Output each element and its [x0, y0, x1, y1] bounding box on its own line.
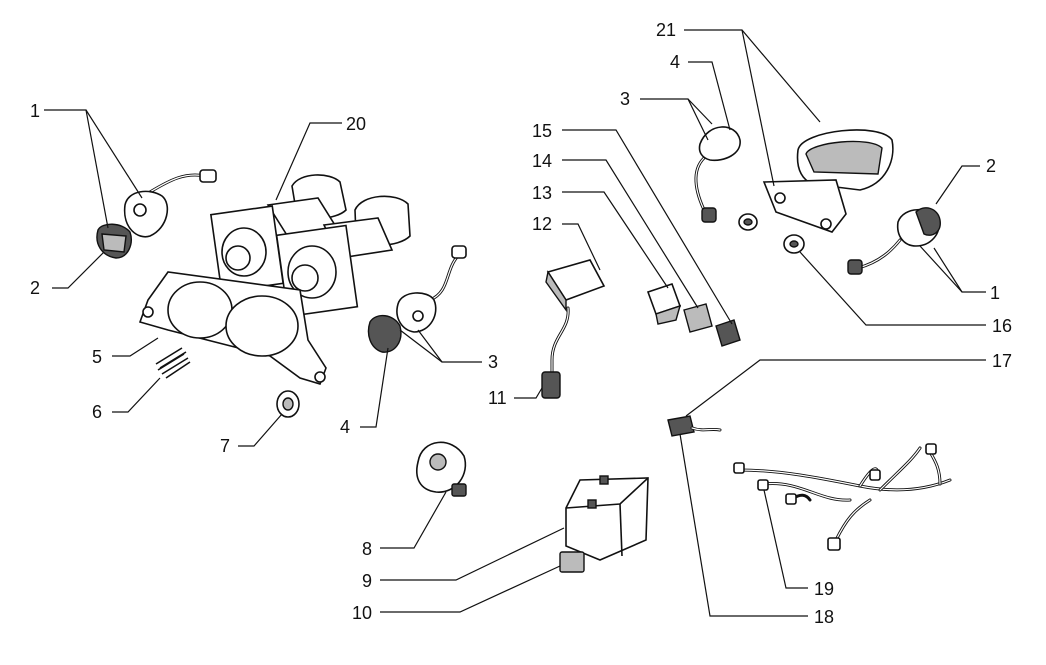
stop-light-switch	[667, 415, 722, 437]
label-16: 16	[992, 316, 1012, 336]
right-front-turn-signal	[367, 245, 467, 353]
headlight-gasket	[138, 271, 327, 385]
label-19: 19	[814, 579, 834, 599]
rubber-bushing	[276, 390, 300, 418]
label-1-right: 1	[990, 283, 1000, 303]
label-7: 7	[220, 436, 230, 456]
ignition-coil-unit	[541, 259, 606, 399]
callout-labels: 1 2 20 5 6 7 3 4 8 9 10 11 12 13 14 15 3…	[30, 20, 1012, 627]
label-6: 6	[92, 402, 102, 422]
rear-right-turn-signal	[847, 207, 941, 275]
label-2-left: 2	[30, 278, 40, 298]
label-3-rear: 3	[620, 89, 630, 109]
label-1-left: 1	[30, 101, 40, 121]
wiring-harness	[733, 443, 952, 551]
rear-left-turn-signal	[694, 126, 741, 223]
label-18: 18	[814, 607, 834, 627]
label-14: 14	[532, 151, 552, 171]
label-4-rear: 4	[670, 52, 680, 72]
label-21: 21	[656, 20, 676, 40]
headlight-assembly	[209, 174, 411, 318]
label-5: 5	[92, 347, 102, 367]
relay	[646, 282, 682, 325]
tail-light	[762, 129, 894, 233]
label-9: 9	[362, 571, 372, 591]
label-2-right: 2	[986, 156, 996, 176]
relay-small	[683, 303, 713, 333]
horn	[416, 441, 467, 497]
spring	[155, 347, 191, 379]
label-8: 8	[362, 539, 372, 559]
label-3-front: 3	[488, 352, 498, 372]
left-front-turn-signal	[96, 169, 217, 259]
leader-lines	[44, 29, 986, 617]
label-15: 15	[532, 121, 552, 141]
label-13: 13	[532, 183, 552, 203]
grommet-a	[738, 213, 758, 231]
label-20: 20	[346, 114, 366, 134]
fuse	[559, 551, 585, 573]
label-11: 11	[488, 388, 507, 408]
flasher-unit	[715, 319, 741, 347]
label-10: 10	[352, 603, 372, 623]
label-12: 12	[532, 214, 552, 234]
grommet-b	[783, 234, 805, 254]
label-4-front: 4	[340, 417, 350, 437]
battery	[565, 475, 649, 561]
label-17: 17	[992, 351, 1012, 371]
